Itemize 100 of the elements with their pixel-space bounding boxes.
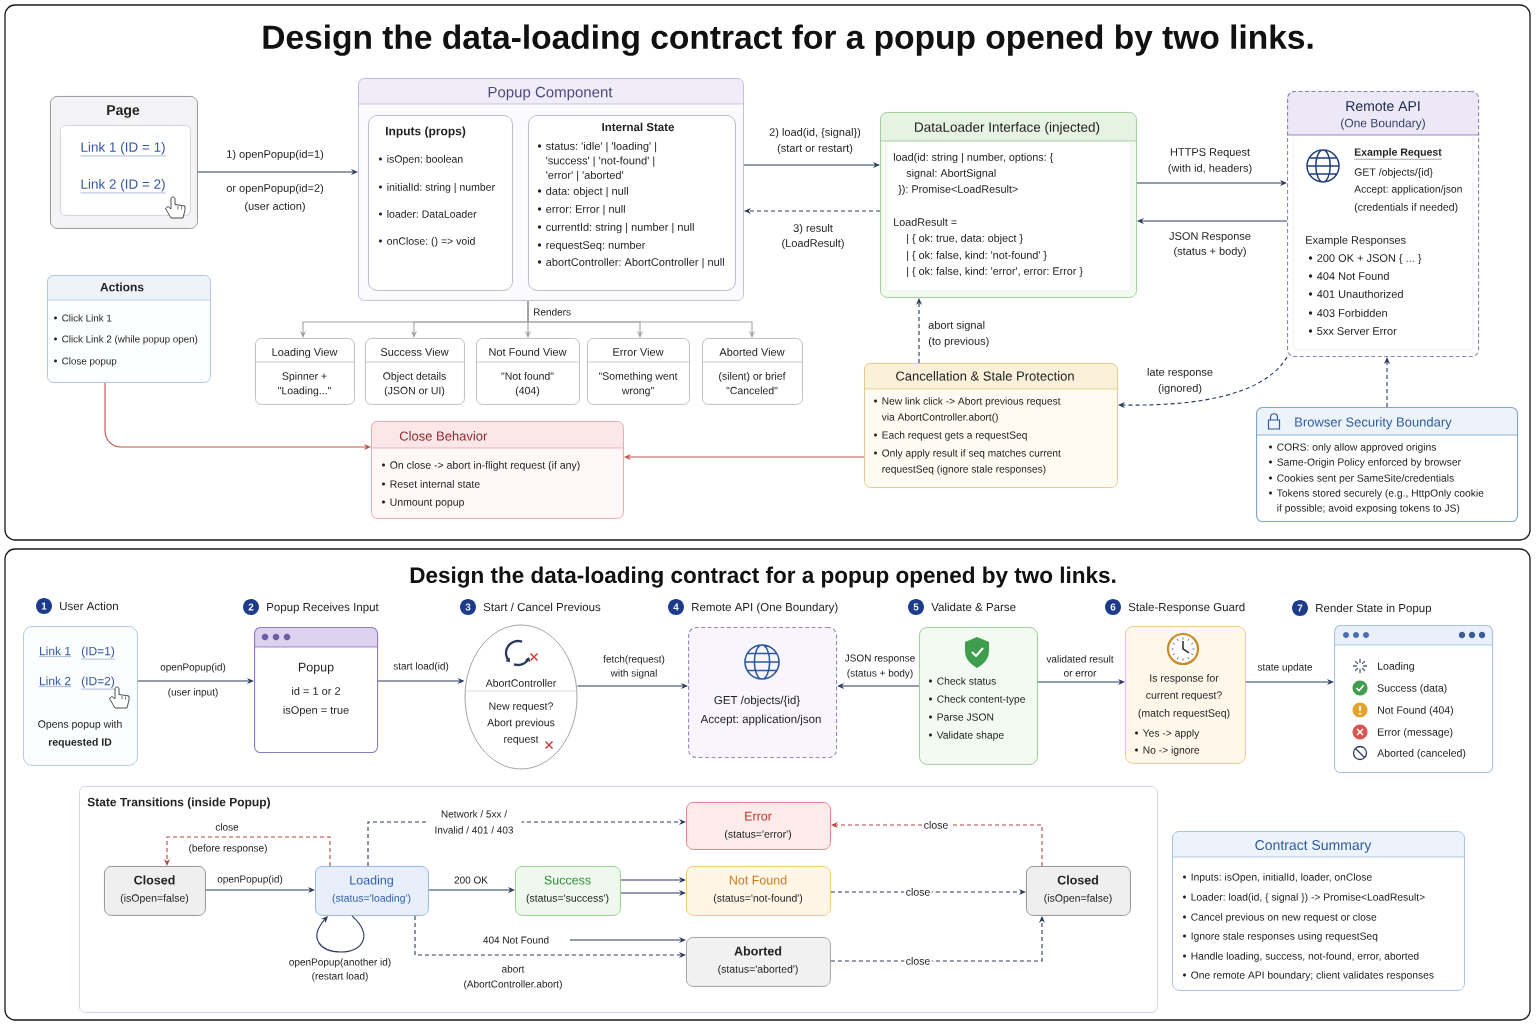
number-badge: 7 [1292,600,1308,616]
list-item: Check status [937,677,996,685]
list-item: abortController: AbortController | null [546,257,724,269]
edge-label: close [904,955,932,967]
list-item: CORS: only allow approved origins [1277,443,1437,453]
step-heading: Validate & Parse [931,602,1016,612]
list-item: Click Link 1 [62,314,112,322]
edge-label: start load(id) [393,662,449,672]
list-item: Click Link 2 (while popup open) [62,335,198,345]
link-text: (ID=1) [80,646,116,660]
edge-label: Renders [534,308,571,316]
code-line: | { ok: false, kind: 'not-found' } [907,250,1047,262]
card-title: Loading View [272,347,338,359]
code-line: }): Promise<LoadResult> [898,184,1018,195]
title: Design the data-loading contract for a popup opened by two links. [263,24,1313,56]
api-card [1286,91,1480,358]
status-label: Success (data) [1377,684,1447,694]
list-item: initialId: string | number [387,183,495,193]
state-box [104,866,206,916]
list-item: requestSeq: number [546,240,646,252]
list-item: error: Error | null [546,204,625,216]
state-detail: (isOpen=false) [1044,894,1112,904]
list-item: Cookies sent per SameSite/credentials [1277,474,1454,484]
edge-label: close [922,819,950,831]
edge-label: JSON response (status + body) [844,654,915,679]
list-item: Reset internal state [390,480,480,488]
body-text: Accept: application/json [700,714,821,726]
arrow [316,915,365,953]
state-detail: (status='error') [725,830,791,840]
edge-label: 3) result (LoadResult) [782,223,844,250]
body-text: (credentials if needed) [1354,203,1458,213]
window-title: Popup [298,662,334,674]
list-item: Cancel previous on new request or close [1191,913,1377,923]
list-item: Same-Origin Policy enforced by browser [1277,458,1461,468]
edge-label: close [215,823,239,831]
list-item: No -> ignore [1143,746,1200,756]
card-subtitle: (One Boundary) [1341,118,1425,130]
note-text: (user action) [245,201,305,213]
body-text: AbortController [485,679,557,687]
edge-label: openPopup(id) [217,875,283,885]
body-text: Accept: application/json [1354,185,1462,195]
card-title: Actions [100,282,144,292]
props-card [368,115,513,291]
list-item: currentId: string | number | null [546,222,694,234]
state-box [686,866,831,916]
body-text: GET /objects/{id} [1354,168,1433,178]
body-text: id = 1 or 2 [292,686,341,695]
body-text: Is response for current request? [1146,674,1222,701]
list-item: 401 Unauthorized [1316,289,1403,298]
card-title: Remote API [1346,101,1420,112]
body-text: "Something went wrong" [598,372,678,397]
step-heading: Start / Cancel Previous [483,602,601,612]
state-box [686,937,831,987]
state-box [686,802,831,850]
number-badge: 2 [243,599,259,615]
number-badge: 3 [460,599,476,615]
panel-title: State Transitions (inside Popup) [87,797,270,809]
edge-label: 1) openPopup(id=1) [227,149,324,161]
list-item: One remote API boundary; client validates responses [1191,971,1434,981]
status-label: Loading [1378,662,1414,672]
step-heading: Remote API (One Boundary) [692,602,838,614]
card-title: Not Found View [489,347,567,356]
edge-label: 2) load(id, {signal}) (start or restart) [769,127,861,155]
edge-label: openPopup(id) [160,663,226,673]
edge-label: abort signal (to previous) [928,320,989,348]
body-text: "Not found" (404) [501,372,554,397]
view-card [475,338,580,405]
card-title: Aborted View [719,347,785,356]
interface-card [879,112,1137,298]
status-label: Aborted (canceled) [1377,749,1466,759]
state-detail: (isOpen=false) [120,894,189,904]
link-box [60,125,191,219]
number-badge: 4 [668,599,684,615]
status-label: Error (message) [1378,728,1453,738]
state-name: Aborted [734,946,782,956]
section-heading: Example Request [1354,148,1442,160]
section-heading: Example Responses [1306,235,1406,247]
edge-label: JSON Response (status + body) [1169,232,1251,258]
list-item: Handle loading, success, not-found, error, aborted [1191,952,1419,962]
box-title: Page [107,105,140,118]
card-title: Error View [613,347,664,356]
status-label: Not Found (404) [1378,706,1453,716]
state-name: Not Found [729,875,787,885]
view-card [254,338,355,405]
body-text: isOpen = true [283,705,349,717]
edge-label: close [904,886,932,898]
list-item: Ignore stale responses using requestSeq [1191,932,1378,942]
edge-label: 200 OK [454,876,488,884]
card-title: Close Behavior [399,431,488,441]
list-item: Inputs: isOpen, initialId, loader, onClose [1191,873,1372,883]
link-text: (ID=2) [80,676,116,690]
list-item: 5xx Server Error [1317,327,1397,335]
edge-label: 404 Not Found [483,936,549,944]
code-line: load(id: string | number, options: { [893,152,1054,164]
edge-label: state update [1257,663,1313,673]
note-text: (user input) [168,688,218,698]
state-name: Closed [1057,875,1098,885]
state-box [1026,866,1131,916]
code-line: signal: AbortSignal [906,168,996,179]
state-detail: (status='not-found') [713,894,803,904]
